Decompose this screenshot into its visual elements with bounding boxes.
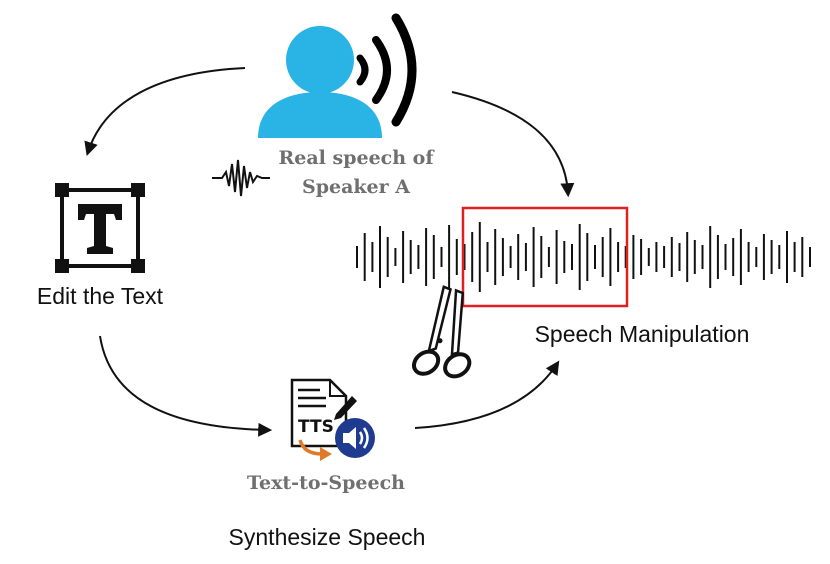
arrow-edit-to-tts <box>99 335 273 437</box>
tts-document-speaker-icon <box>290 378 375 461</box>
arrow-speaker-to-edit <box>84 67 246 156</box>
speaker-caption-line2: Speaker A <box>302 176 410 198</box>
speaker-caption-line1: Real speech of <box>278 147 435 169</box>
manipulation-highlight-box <box>461 206 629 308</box>
edit-text-label: Edit the Text <box>37 283 164 309</box>
synthesize-speech-label: Synthesize Speech <box>229 524 426 550</box>
tts-icon-text: TTS <box>298 417 334 437</box>
speech-waveform <box>356 222 811 292</box>
small-waveform-icon <box>212 159 270 197</box>
arrow-tts-to-manipulation <box>414 360 560 429</box>
speech-manipulation-label: Speech Manipulation <box>535 321 750 347</box>
tts-caption: Text-to-Speech <box>247 472 405 494</box>
text-box-T-icon <box>55 183 145 273</box>
arrow-speaker-to-waveform <box>451 91 575 198</box>
speaking-person-icon <box>258 13 417 138</box>
scissors-icon <box>411 285 472 379</box>
